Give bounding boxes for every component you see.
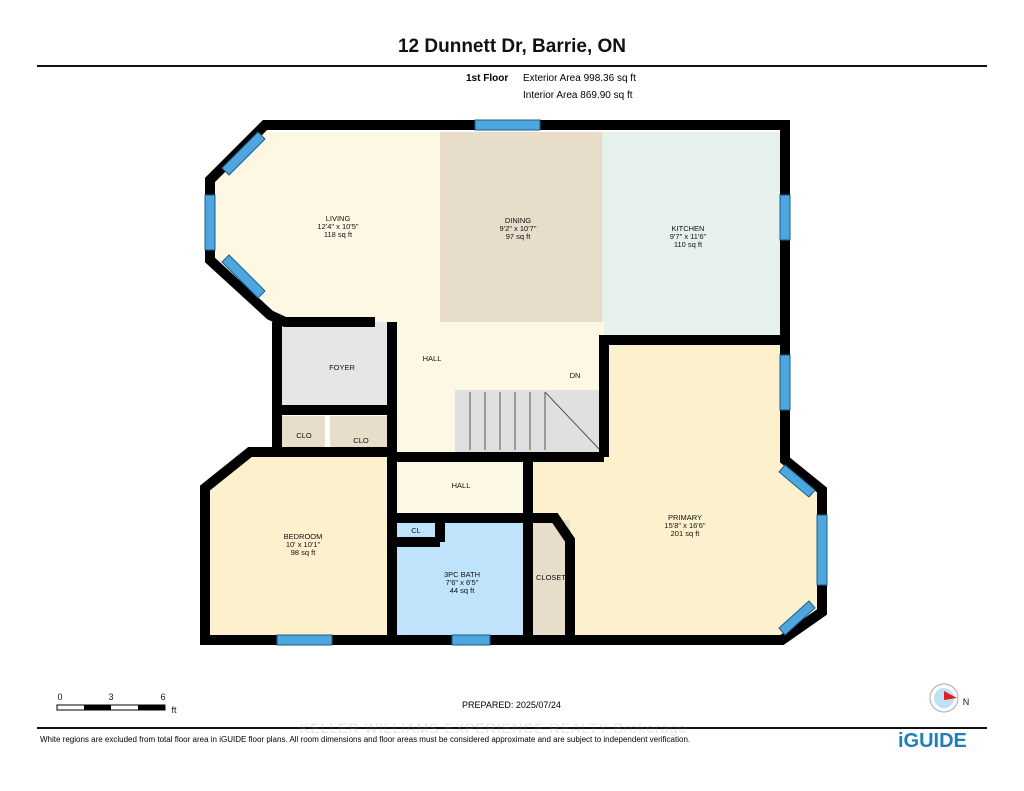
scale-bar: 0 3 6 ft <box>56 692 177 715</box>
prepared-date: PREPARED: 2025/07/24 <box>462 700 561 710</box>
room-label-foyer: FOYER <box>329 363 355 372</box>
room-bedroom <box>205 457 392 635</box>
svg-text:201 sq ft: 201 sq ft <box>671 529 701 538</box>
exterior-area: Exterior Area 998.36 sq ft <box>523 73 636 84</box>
page-title: 12 Dunnett Dr, Barrie, ON <box>397 36 627 57</box>
svg-text:12'4" x 10'5": 12'4" x 10'5" <box>317 222 358 231</box>
room-label-hall-upper: HALL <box>423 354 442 363</box>
room-kitchen <box>602 132 780 342</box>
room-foyer <box>280 322 392 414</box>
svg-text:0: 0 <box>57 692 62 702</box>
room-label-closet: CLOSET <box>536 573 566 582</box>
disclaimer: White regions are excluded from total fl… <box>40 735 691 744</box>
svg-text:110 sq ft: 110 sq ft <box>674 240 703 249</box>
divider <box>37 65 987 67</box>
svg-text:KITCHEN: KITCHEN <box>672 224 705 233</box>
room-hall-lower <box>392 457 528 517</box>
interior-area: Interior Area 869.90 sq ft <box>523 90 633 101</box>
svg-text:97 sq ft: 97 sq ft <box>506 232 532 241</box>
svg-text:3: 3 <box>108 692 113 702</box>
svg-text:9'2" x 10'7": 9'2" x 10'7" <box>500 224 537 233</box>
svg-text:44 sq ft: 44 sq ft <box>450 586 476 595</box>
room-dining <box>440 132 602 322</box>
room-clo-2 <box>330 416 392 452</box>
divider <box>37 727 987 729</box>
svg-text:118 sq ft: 118 sq ft <box>324 230 353 239</box>
room-label-clo-2: CLO <box>353 436 369 445</box>
svg-text:N: N <box>963 697 970 707</box>
room-primary <box>530 342 820 635</box>
svg-text:15'8" x 16'6": 15'8" x 16'6" <box>664 521 705 530</box>
room-label-clo-1: CLO <box>296 431 312 440</box>
svg-text:9'7" x 11'6": 9'7" x 11'6" <box>670 232 707 241</box>
room-label-hall-lower: HALL <box>452 481 471 490</box>
svg-text:PRIMARY: PRIMARY <box>668 513 702 522</box>
walls <box>200 120 827 645</box>
svg-text:LIVING: LIVING <box>326 214 351 223</box>
svg-text:3PC BATH: 3PC BATH <box>444 570 480 579</box>
svg-text:10' x 10'1": 10' x 10'1" <box>286 540 321 549</box>
watermark: KELLER WILLIAMS EXPERIENCE REALTY Broker… <box>300 720 688 736</box>
stair-treads <box>469 391 601 451</box>
iguide-logo: iGUIDE <box>898 730 967 752</box>
svg-text:ft: ft <box>171 705 177 715</box>
svg-text:BEDROOM: BEDROOM <box>284 532 323 541</box>
room-clo-1 <box>280 416 325 452</box>
svg-text:6: 6 <box>160 692 165 702</box>
svg-text:7'6" x 6'5": 7'6" x 6'5" <box>446 578 479 587</box>
room-living <box>210 132 440 322</box>
svg-text:DINING: DINING <box>505 216 531 225</box>
svg-text:98 sq ft: 98 sq ft <box>291 548 317 557</box>
floor-name: 1st Floor <box>466 73 509 84</box>
stairs-label: DN <box>570 371 581 380</box>
compass-icon: N <box>929 683 970 713</box>
room-label-cl: CL <box>411 526 421 535</box>
windows <box>204 119 828 646</box>
